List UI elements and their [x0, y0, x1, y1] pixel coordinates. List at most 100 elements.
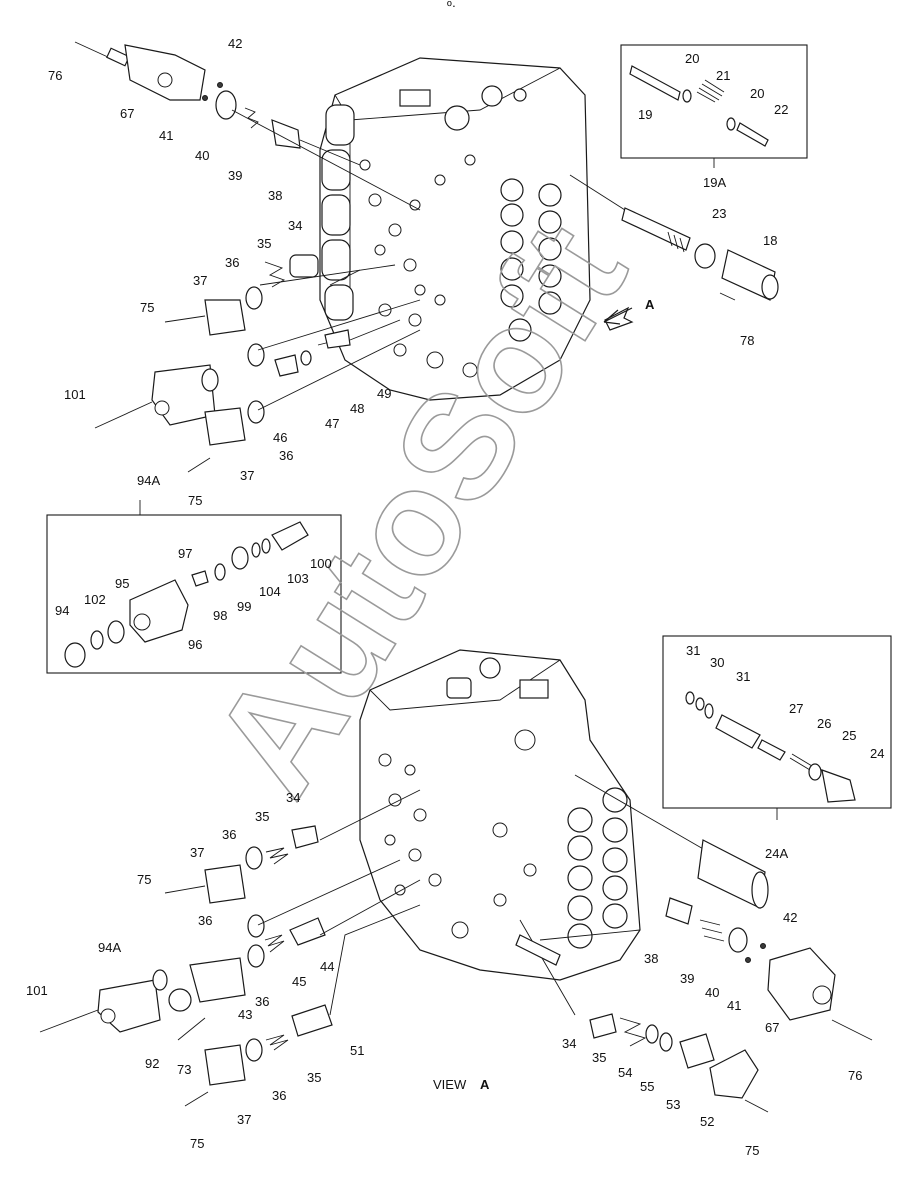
- upper-right-parts: [569, 174, 779, 331]
- label-75: 75: [140, 300, 154, 315]
- label-26: 26: [817, 716, 831, 731]
- label-76: 76: [48, 68, 62, 83]
- label-52: 52: [700, 1114, 714, 1129]
- label-51: 51: [350, 1043, 364, 1058]
- label-27: 27: [789, 701, 803, 716]
- label-30: 30: [710, 655, 724, 670]
- label-95: 95: [115, 576, 129, 591]
- label-36: 36: [198, 913, 212, 928]
- view-label: VIEW: [433, 1077, 467, 1092]
- upper-body-ports: [359, 154, 478, 378]
- label-75: 75: [745, 1143, 759, 1158]
- label-94A: 94A: [137, 473, 160, 488]
- detail-box-24A: [662, 635, 892, 820]
- label-31: 31: [736, 669, 750, 684]
- label-35: 35: [255, 809, 269, 824]
- label-78: 78: [740, 333, 754, 348]
- label-24A: 24A: [765, 846, 788, 861]
- lower-valve-body: [359, 649, 641, 981]
- arrow-label-A: A: [645, 297, 655, 312]
- label-55: 55: [640, 1079, 654, 1094]
- label-35: 35: [257, 236, 271, 251]
- label-19A: 19A: [703, 175, 726, 190]
- label-46: 46: [273, 430, 287, 445]
- label-39: 39: [228, 168, 242, 183]
- label-37: 37: [190, 845, 204, 860]
- label-41: 41: [159, 128, 173, 143]
- label-75: 75: [188, 493, 202, 508]
- label-101: 101: [64, 387, 86, 402]
- label-36: 36: [279, 448, 293, 463]
- label-37: 37: [193, 273, 207, 288]
- label-36: 36: [255, 994, 269, 1009]
- label-98: 98: [213, 608, 227, 623]
- view-direction-arrow: [603, 307, 633, 325]
- view-letter: A: [480, 1077, 490, 1092]
- label-41: 41: [727, 998, 741, 1013]
- label-94A: 94A: [98, 940, 121, 955]
- label-37: 37: [240, 468, 254, 483]
- header-mark: º·: [447, 0, 456, 13]
- part-labels: 76 42 67 41 40 39 38 34 35 36 37 75 101 …: [26, 36, 884, 1158]
- label-19: 19: [638, 107, 652, 122]
- label-36: 36: [272, 1088, 286, 1103]
- label-40: 40: [705, 985, 719, 1000]
- label-21: 21: [716, 68, 730, 83]
- label-97: 97: [178, 546, 192, 561]
- label-94: 94: [55, 603, 69, 618]
- label-67: 67: [765, 1020, 779, 1035]
- label-38: 38: [268, 188, 282, 203]
- label-102: 102: [84, 592, 106, 607]
- label-53: 53: [666, 1097, 680, 1112]
- label-75: 75: [190, 1136, 204, 1151]
- label-42: 42: [228, 36, 242, 51]
- label-20: 20: [685, 51, 699, 66]
- label-34: 34: [286, 790, 300, 805]
- lower-right-parts: [515, 774, 873, 1113]
- upper-spool-caps: [500, 178, 562, 342]
- label-101: 101: [26, 983, 48, 998]
- label-36: 36: [225, 255, 239, 270]
- label-42: 42: [783, 910, 797, 925]
- label-47: 47: [325, 416, 339, 431]
- label-34: 34: [288, 218, 302, 233]
- label-99: 99: [237, 599, 251, 614]
- lower-left-parts: [39, 789, 421, 1107]
- label-44: 44: [320, 959, 334, 974]
- label-35: 35: [592, 1050, 606, 1065]
- label-20: 20: [750, 86, 764, 101]
- label-104: 104: [259, 584, 281, 599]
- label-39: 39: [680, 971, 694, 986]
- label-54: 54: [618, 1065, 632, 1080]
- lower-spool-caps: [567, 787, 628, 949]
- label-36: 36: [222, 827, 236, 842]
- label-75: 75: [137, 872, 151, 887]
- label-24: 24: [870, 746, 884, 761]
- label-103: 103: [287, 571, 309, 586]
- lower-body-ports: [378, 753, 537, 939]
- label-92: 92: [145, 1056, 159, 1071]
- upper-valve-body: [319, 57, 591, 401]
- label-43: 43: [238, 1007, 252, 1022]
- label-25: 25: [842, 728, 856, 743]
- label-22: 22: [774, 102, 788, 117]
- label-23: 23: [712, 206, 726, 221]
- label-73: 73: [177, 1062, 191, 1077]
- detail-box-19A: [620, 44, 808, 168]
- label-76: 76: [848, 1068, 862, 1083]
- label-48: 48: [350, 401, 364, 416]
- label-100: 100: [310, 556, 332, 571]
- label-34: 34: [562, 1036, 576, 1051]
- label-96: 96: [188, 637, 202, 652]
- label-45: 45: [292, 974, 306, 989]
- upper-left-parts: [74, 41, 421, 473]
- label-31: 31: [686, 643, 700, 658]
- label-40: 40: [195, 148, 209, 163]
- detail-box-94A: [46, 500, 342, 674]
- label-18: 18: [763, 233, 777, 248]
- label-49: 49: [377, 386, 391, 401]
- label-35: 35: [307, 1070, 321, 1085]
- label-67: 67: [120, 106, 134, 121]
